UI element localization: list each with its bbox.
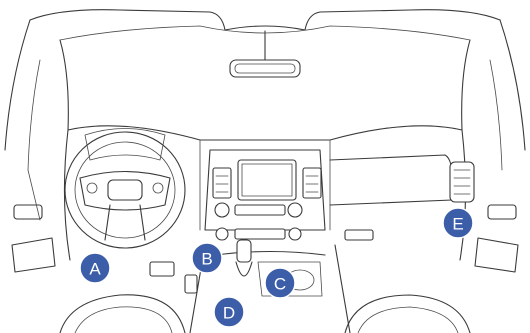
rear-view-mirror	[230, 31, 300, 77]
marker-e[interactable]: E	[443, 208, 473, 238]
marker-d-label: D	[223, 304, 235, 323]
marker-c[interactable]: C	[265, 268, 295, 298]
steering-wheel	[65, 129, 185, 249]
marker-layer: A B C D E	[80, 208, 473, 327]
marker-d[interactable]: D	[214, 297, 244, 327]
marker-e-label: E	[452, 215, 463, 234]
floor-pedals	[150, 262, 197, 293]
center-stack	[205, 150, 325, 240]
marker-a[interactable]: A	[80, 253, 110, 283]
marker-c-label: C	[274, 275, 286, 294]
marker-a-label: A	[89, 260, 101, 279]
marker-b[interactable]: B	[192, 243, 222, 273]
seats	[60, 295, 470, 333]
marker-b-label: B	[201, 250, 212, 269]
left-door-panel	[12, 170, 55, 272]
